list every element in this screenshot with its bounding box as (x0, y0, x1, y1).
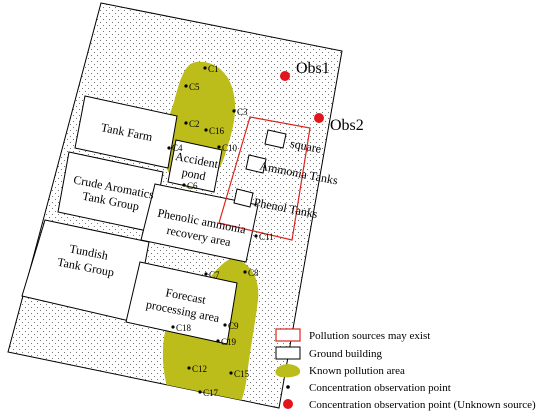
legend-unknown-source-label: Concentration observation point (Unknown… (309, 399, 536, 411)
legend-concentration-point-label: Concentration observation point (309, 382, 451, 394)
point-c10 (217, 145, 221, 149)
point-c18 (171, 325, 175, 329)
building-tank-farm (74, 95, 178, 169)
label-c7: C7 (209, 270, 220, 280)
legend-known-pollution-swatch (275, 364, 301, 378)
legend-pollution-sources-label: Pollution sources may exist (309, 330, 430, 342)
obs2-marker (314, 113, 324, 123)
legend-known-pollution-label: Known pollution area (309, 365, 405, 377)
legend-pollution-sources-swatch (275, 328, 301, 342)
label-c16: C16 (209, 126, 225, 136)
legend-ground-building-swatch (275, 346, 301, 360)
point-c9 (223, 323, 227, 327)
obs1-marker (280, 71, 290, 81)
label-c17: C17 (203, 388, 219, 398)
label-c8: C8 (248, 268, 259, 278)
obs1-label: Obs1 (296, 60, 330, 77)
point-c16 (204, 128, 208, 132)
point-c12 (187, 366, 191, 370)
label-c9: C9 (228, 321, 239, 331)
building-forecast-processing (125, 261, 238, 345)
label-c12: C12 (192, 364, 207, 374)
building-accident-pond (167, 139, 223, 193)
point-c4 (167, 146, 171, 150)
label-c18: C18 (176, 323, 192, 333)
label-c19: C19 (221, 337, 237, 347)
label-c3: C3 (237, 107, 248, 117)
point-c2 (184, 121, 188, 125)
point-c6 (182, 183, 186, 187)
label-c5: C5 (189, 82, 200, 92)
point-c19 (216, 339, 220, 343)
label-accident-pond-line2: pond (181, 165, 207, 183)
building-ammonia-tanks (245, 154, 267, 174)
legend-ground-building-label: Ground building (309, 348, 383, 360)
ground-buildings (21, 95, 287, 345)
label-c2: C2 (189, 119, 200, 129)
building-phenol-tanks (233, 188, 254, 208)
label-c10: C10 (222, 143, 238, 153)
point-c17 (198, 390, 202, 394)
suspected-pollution-source-area (218, 116, 311, 241)
legend-unknown-source-swatch (283, 399, 293, 409)
point-c7 (204, 272, 208, 276)
label-c15: C15 (234, 369, 250, 379)
point-c11 (254, 234, 258, 238)
building-phenolic-ammonia (140, 183, 259, 263)
label-c11: C11 (259, 232, 274, 242)
building-square (264, 129, 287, 149)
label-c6: C6 (187, 181, 198, 191)
label-c1: C1 (208, 64, 219, 74)
observation-points (167, 66, 258, 394)
obs2-label: Obs2 (330, 117, 364, 134)
point-c15 (229, 371, 233, 375)
legend-concentration-point-swatch (286, 385, 290, 389)
label-square: square (289, 136, 322, 156)
point-c5 (184, 84, 188, 88)
point-c3 (232, 109, 236, 113)
label-c4: C4 (172, 143, 183, 153)
point-c8 (243, 270, 247, 274)
legend: Pollution sources may exist Ground build… (275, 328, 536, 411)
point-c1 (203, 66, 207, 70)
